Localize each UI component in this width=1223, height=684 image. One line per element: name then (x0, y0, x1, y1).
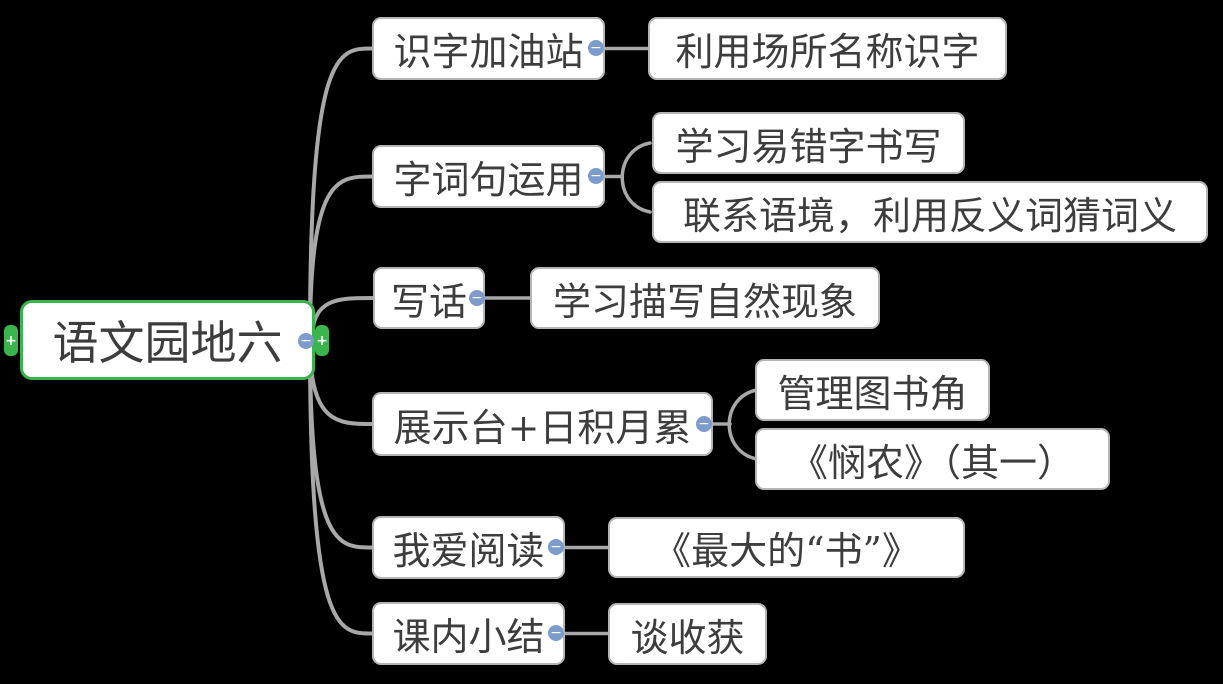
topic-child-miaoxieziran[interactable]: 学习描写自然现象 (530, 267, 880, 329)
topic-label: 《悯农》（其一） (789, 440, 1075, 485)
minus-icon: − (300, 333, 312, 349)
collapse-button-root[interactable]: − (298, 333, 314, 349)
minus-icon: − (471, 290, 483, 306)
topic-label: 我爱阅读 (392, 529, 545, 573)
topic-branch-zicijuyunyong[interactable]: 字词句运用 (372, 145, 605, 208)
connector-branch4-bracket (727, 388, 759, 461)
minus-icon: − (590, 168, 602, 184)
topic-child-lianxiyujing[interactable]: 联系语境，利用反义词猜词义 (652, 181, 1208, 243)
topic-branch-keneixiaojie[interactable]: 课内小结 (372, 602, 565, 665)
connector-root-branch1 (308, 46, 374, 340)
topic-label: 谈收获 (630, 615, 745, 660)
plus-icon: + (5, 332, 17, 349)
collapse-button-branch2[interactable]: − (588, 168, 604, 184)
connector-branch2-bracket (620, 141, 652, 214)
minus-icon: − (698, 416, 710, 432)
topic-label: 《最大的“书”》 (653, 529, 920, 573)
topic-label: 写话 (390, 279, 467, 324)
collapse-button-branch3[interactable]: − (469, 290, 485, 306)
topic-label: 识字加油站 (393, 30, 584, 74)
topic-child-tanshouhuo[interactable]: 谈收获 (608, 603, 767, 665)
collapse-button-branch5[interactable]: − (548, 539, 564, 555)
topic-branch-woaiyuedu[interactable]: 我爱阅读 (372, 516, 565, 579)
topic-label: 学习易错字书写 (675, 124, 942, 169)
topic-label: 字词句运用 (393, 158, 584, 202)
topic-child-minnong[interactable]: 《悯农》（其一） (755, 428, 1110, 490)
connector-root-branch6 (308, 341, 374, 636)
connector-root-branch5 (308, 341, 374, 550)
topic-child-liyongchangsuo[interactable]: 利用场所名称识字 (648, 17, 1007, 80)
topic-label: 利用场所名称识字 (675, 30, 980, 74)
topic-branch-zhanshitai[interactable]: 展示台+日积月累 (372, 392, 713, 456)
topic-branch-shizijiayouzhan[interactable]: 识字加油站 (372, 17, 605, 80)
topic-label: 展示台+日积月累 (393, 405, 692, 450)
topic-root[interactable]: 语文园地六 (20, 300, 315, 380)
collapse-button-branch1[interactable]: − (588, 40, 604, 56)
collapse-button-branch4[interactable]: − (696, 416, 712, 432)
plus-icon: + (316, 332, 328, 349)
topic-label: 管理图书角 (777, 371, 968, 416)
topic-label: 课内小结 (392, 615, 545, 659)
minus-icon: − (590, 40, 602, 56)
topic-root-label: 语文园地六 (52, 316, 283, 370)
topic-label: 学习描写自然现象 (552, 279, 857, 324)
minus-icon: − (550, 625, 562, 641)
expand-tab-left[interactable]: + (4, 325, 18, 356)
expand-tab-right[interactable]: + (315, 325, 329, 356)
topic-label: 联系语境，利用反义词猜词义 (682, 193, 1177, 238)
topic-child-yicuozi[interactable]: 学习易错字书写 (652, 112, 965, 174)
minus-icon: − (550, 539, 562, 555)
connector-root-branch2 (308, 174, 374, 341)
topic-child-zuidadeshu[interactable]: 《最大的“书”》 (608, 517, 965, 578)
collapse-button-branch6[interactable]: − (548, 625, 564, 641)
topic-child-guanlitushujiao[interactable]: 管理图书角 (755, 359, 990, 421)
